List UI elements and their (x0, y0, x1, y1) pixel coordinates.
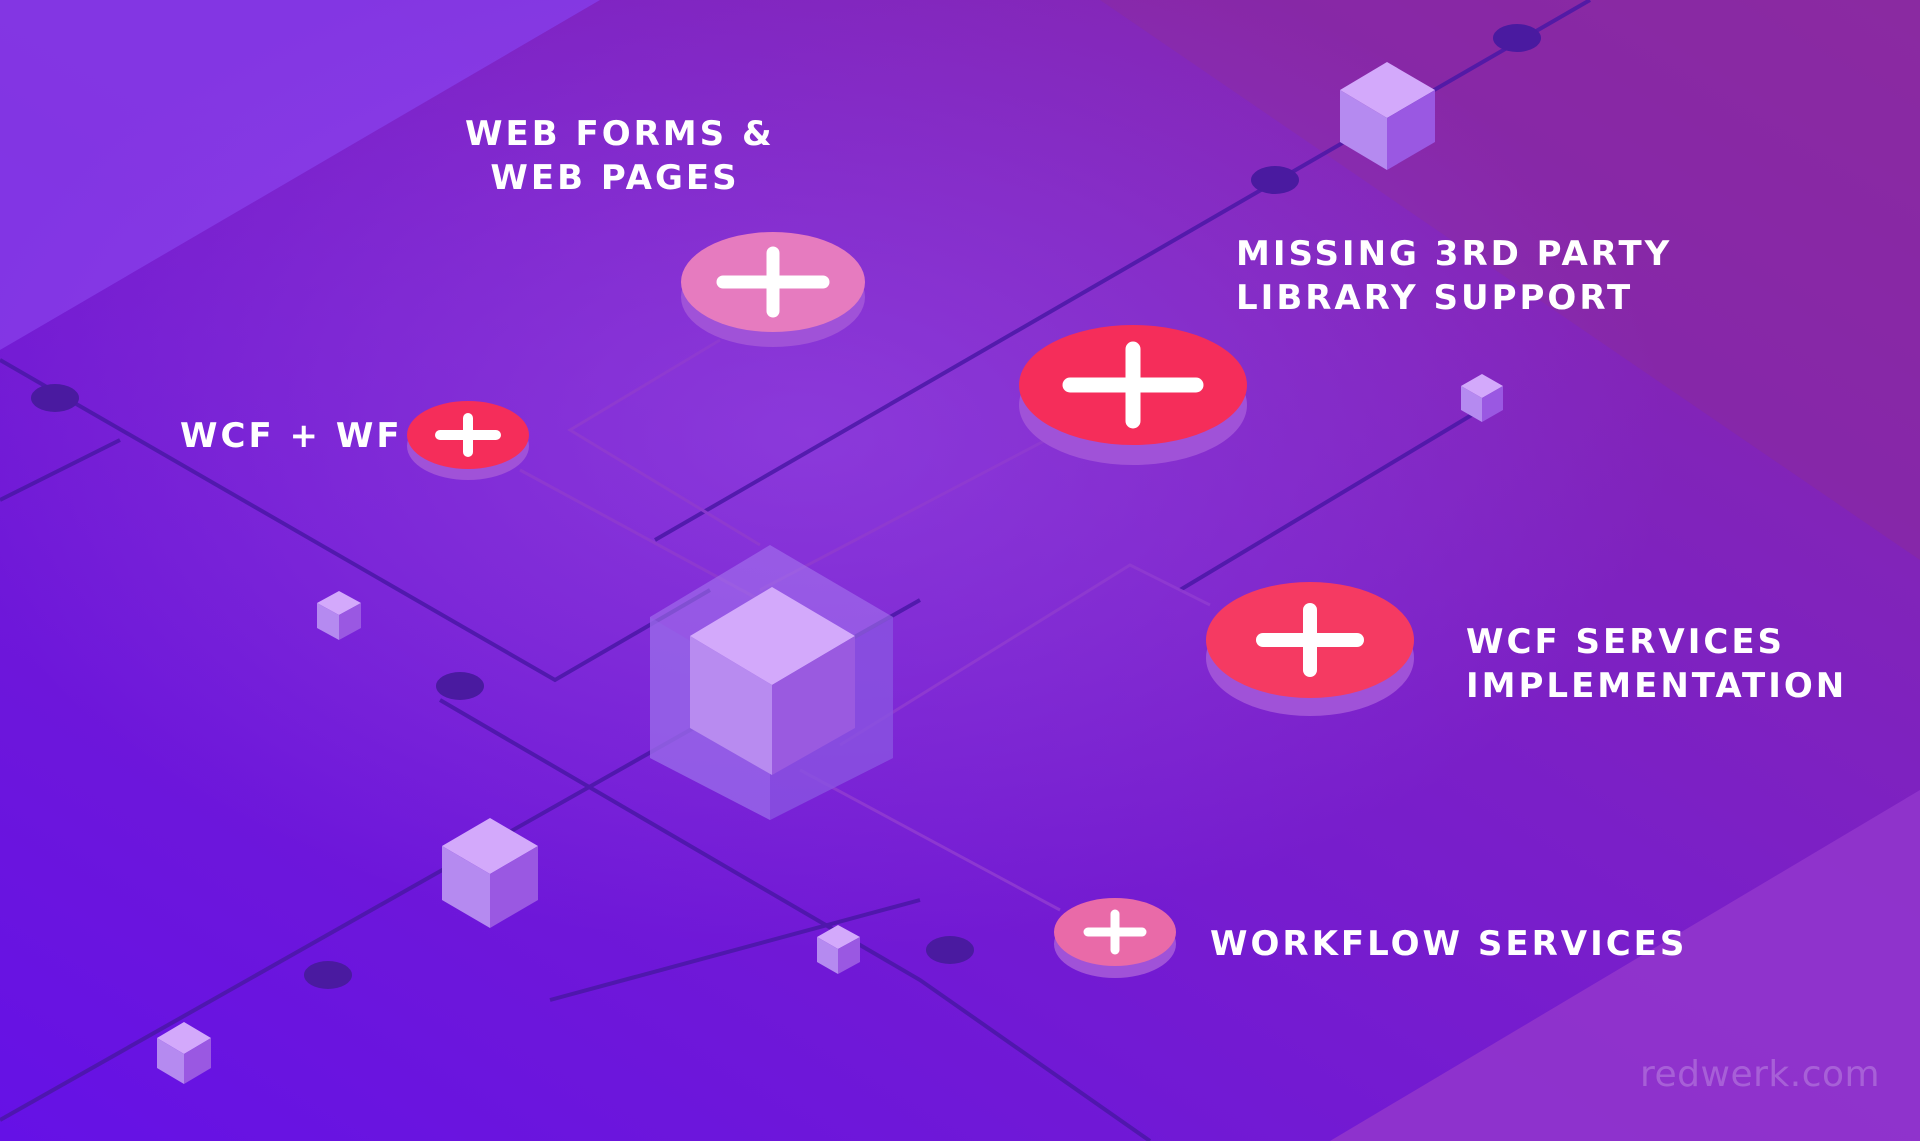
label-wcf-services-implementation: WCF SERVICES IMPLEMENTATION (1466, 620, 1847, 708)
label-wcf-services-line-2: IMPLEMENTATION (1466, 666, 1848, 706)
central-cube-icon (650, 545, 893, 820)
label-missing-library-support: MISSING 3RD PARTY LIBRARY SUPPORT (1236, 232, 1672, 320)
label-web-forms-line-1: WEB FORMS & (465, 114, 775, 154)
label-web-forms-web-pages: WEB FORMS & WEB PAGES (465, 112, 775, 200)
label-workflow-services: WORKFLOW SERVICES (1210, 924, 1688, 964)
plus-wcf-wf-icon (407, 401, 529, 480)
label-missing-line-2: LIBRARY SUPPORT (1236, 278, 1634, 318)
cube-mid-right-small-icon (1461, 374, 1503, 422)
cube-bottom-left-large-icon (442, 818, 538, 928)
cube-top-right-icon (1340, 62, 1435, 170)
cube-bottom-mid-small-icon (817, 925, 860, 974)
plus-missing-library-icon (1019, 325, 1247, 465)
plus-wcf-services-icon (1206, 582, 1414, 716)
cube-bottom-left-small-icon (157, 1022, 211, 1084)
label-missing-line-1: MISSING 3RD PARTY (1236, 234, 1673, 274)
plus-web-forms-icon (681, 232, 865, 347)
watermark: redwerk.com (1640, 1054, 1881, 1095)
label-web-forms-line-2: WEB PAGES (490, 158, 740, 198)
cube-left-small-icon (317, 591, 361, 640)
plus-workflow-icon (1054, 898, 1176, 978)
label-wcf-wf: WCF + WF (180, 416, 403, 456)
label-wcf-services-line-1: WCF SERVICES (1466, 622, 1786, 662)
circuit-nodes (31, 24, 1541, 989)
